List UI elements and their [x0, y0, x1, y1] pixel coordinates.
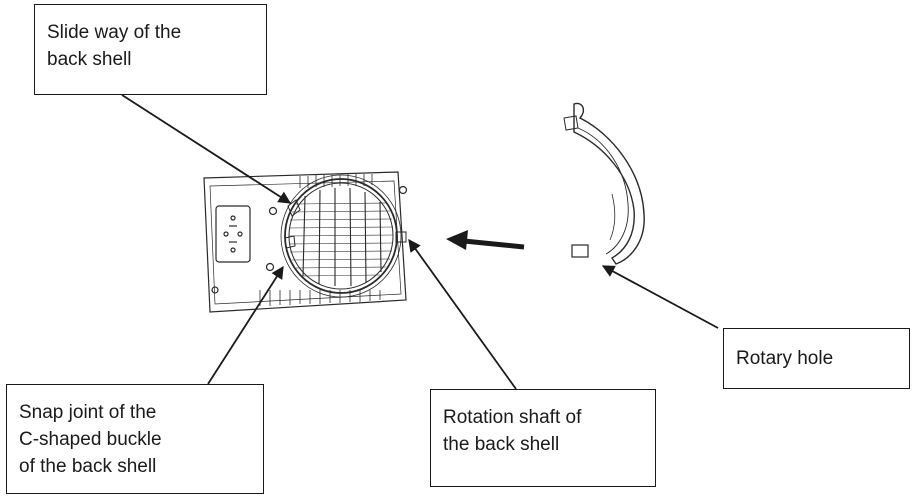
callout-snap-joint-line-2: C-shaped buckle: [19, 429, 162, 450]
leader-rotary-hole: [601, 265, 719, 329]
back-shell-ring: [280, 174, 407, 298]
callout-slide-way-line-1: Slide way of the: [47, 22, 182, 43]
callout-snap-joint-line-1: Snap joint of the: [19, 402, 157, 423]
callout-slide-way-line-2: back shell: [47, 49, 132, 70]
leader-lines: [121, 94, 719, 390]
callout-rotary-hole-line-1: Rotary hole: [736, 348, 834, 369]
leader-snap-joint: [207, 265, 284, 385]
insertion-direction-arrow: [446, 230, 525, 250]
leader-slide-way: [121, 94, 292, 204]
callout-snap-joint: Snap joint of the C-shaped buckle of the…: [6, 384, 264, 494]
back-shell-plate: [203, 171, 408, 313]
leader-rotation-shaft: [408, 238, 517, 390]
callout-slide-way: Slide way of the back shell: [34, 4, 267, 95]
callout-rotary-hole: Rotary hole: [723, 328, 910, 389]
callout-rotation-shaft: Rotation shaft of the back shell: [430, 389, 656, 487]
callout-snap-joint-line-3: of the back shell: [19, 456, 157, 477]
callout-rotation-shaft-line-2: the back shell: [443, 434, 560, 455]
callout-rotation-shaft-line-1: Rotation shaft of: [443, 407, 582, 428]
c-shaped-buckle: [563, 102, 645, 265]
